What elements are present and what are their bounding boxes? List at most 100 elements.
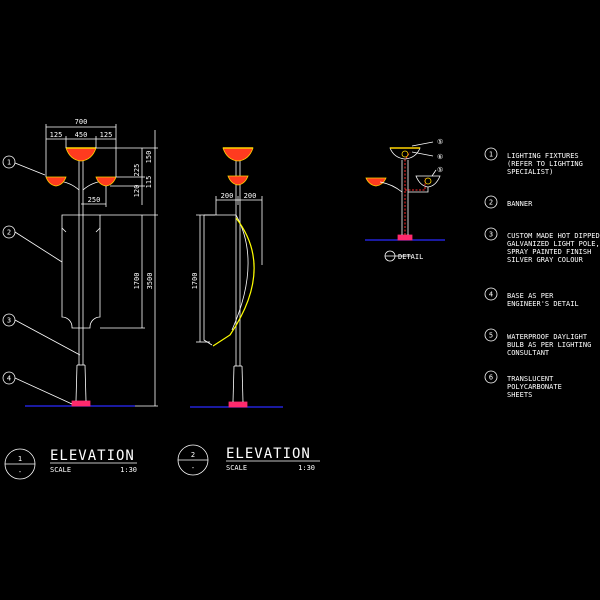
detail-leader [411,141,434,147]
callout-number: 3 [7,317,11,325]
dim-3500: 3500 [146,273,154,290]
note-bubble [484,287,498,301]
note-number: 1 [489,151,493,159]
scale-value-2: 1:30 [298,464,315,472]
detail-callout: ⑥ [437,153,443,161]
banner-1-edge [61,227,101,233]
detail-leader [411,151,434,157]
leader-1 [14,162,46,176]
title-label-1: ELEVATION [50,448,135,464]
note-text-line: CUSTOM MADE HOT DIPPED [507,232,600,240]
callout-number: 4 [7,375,11,383]
dim-125-right: 125 [100,131,113,139]
detail-drawing [365,141,445,262]
callout-number: 1 [7,159,11,167]
left-lamp-1 [45,176,67,187]
scale-value-1: 1:30 [120,466,137,474]
dim-125-left: 125 [50,131,63,139]
detail-right-lamp [415,175,441,188]
note-text-line: POLYCARBONATE [507,383,562,391]
banner-curve-2 [212,217,255,347]
top-lamp-2 [222,147,254,162]
leader-2 [14,231,63,263]
banner-1 [61,214,101,329]
detail-bulb [424,177,432,185]
pole-line [232,365,235,403]
detail-arm [408,187,429,193]
note-text-line: (REFER TO LIGHTING [507,160,583,168]
dim-700: 700 [75,118,88,126]
dim-200-left: 200 [221,192,234,200]
dim-150: 150 [145,151,153,164]
note-text-line: BANNER [507,200,533,208]
scale-label-1: SCALE [50,466,71,474]
detail-texts: ⑤ ⑥ ⑤ DETAIL [398,138,443,261]
dim-225: 225 [133,164,141,177]
pole-base-2 [228,401,248,408]
note-text-line: BULB AS PER LIGHTING [507,341,591,349]
side-lamp-2 [227,175,249,186]
detail-left-lamp [365,177,387,187]
callout-bubble [2,155,16,169]
detail-base [397,234,413,241]
pole-base-1 [71,400,91,407]
dim-200-right: 200 [244,192,257,200]
pole-line [84,364,87,402]
detail-label: DETAIL [398,253,423,261]
elevation-2-drawing [190,147,283,408]
title-number-1: 1 [18,455,22,463]
detail-callout: ⑤ [437,138,443,146]
note-bubble [484,370,498,384]
note-text-line: SPECIALIST) [507,168,553,176]
note-text-line: ENGINEER'S DETAIL [507,300,579,308]
note-bubble [484,328,498,342]
dim-120: 120 [133,185,141,198]
note-number: 3 [489,231,493,239]
note-bubble [484,147,498,161]
detail-wiring [404,151,411,235]
note-text-line: SILVER GRAY COLOUR [507,256,584,264]
note-text-line: BASE AS PER [507,292,554,300]
scale-label-2: SCALE [226,464,247,472]
callout-bubble [2,225,16,239]
title-number-2: 2 [191,451,195,459]
elevation-1-dim-texts: 700 125 450 125 250 150 225 115 120 1700… [50,118,154,289]
note-text-line: WATERPROOF DAYLIGHT [507,333,588,341]
leader-4 [14,377,73,405]
top-lamp-1 [65,147,97,162]
title-dash-1: - [18,468,22,476]
elevation-1-drawing [14,124,158,407]
detail-arm [379,181,403,193]
note-text-line: LIGHTING FIXTURES [507,152,579,160]
callout-bubble [2,371,16,385]
note-number: 5 [489,332,493,340]
note-number: 6 [489,374,493,382]
title-label-2: ELEVATION [226,446,311,462]
callout-bubble [2,313,16,327]
pole-line [75,364,78,402]
dim-115: 115 [145,176,153,189]
title-block-2: 2 - ELEVATION SCALE 1:30 [177,444,320,476]
note-text-line: GALVANIZED LIGHT POLE, [507,240,600,248]
note-number: 2 [489,199,493,207]
note-text-line: TRANSLUCENT [507,375,554,383]
callout-number: 2 [7,229,11,237]
elevation-2-dim-texts: 200 200 1700 [191,192,256,289]
note-text-line: CONSULTANT [507,349,550,357]
note-text-line: SHEETS [507,391,532,399]
detail-bulb [401,150,409,158]
title-block-1: 1 - ELEVATION SCALE 1:30 [4,448,137,480]
dim-1700-2: 1700 [191,273,199,290]
elevation-1-callouts: 1 2 3 4 [2,155,16,385]
detail-callout: ⑤ [437,166,443,174]
leader-3 [14,319,81,356]
notes-list: 1 LIGHTING FIXTURES(REFER TO LIGHTINGSPEC… [484,147,600,399]
right-lamp-1 [95,176,117,187]
note-bubble [484,195,498,209]
banner-frame-2 [203,214,236,346]
note-text-line: SPRAY PAINTED FINISH [507,248,591,256]
title-dash-2: - [191,464,195,472]
pole-line [241,365,244,403]
note-bubble [484,227,498,241]
